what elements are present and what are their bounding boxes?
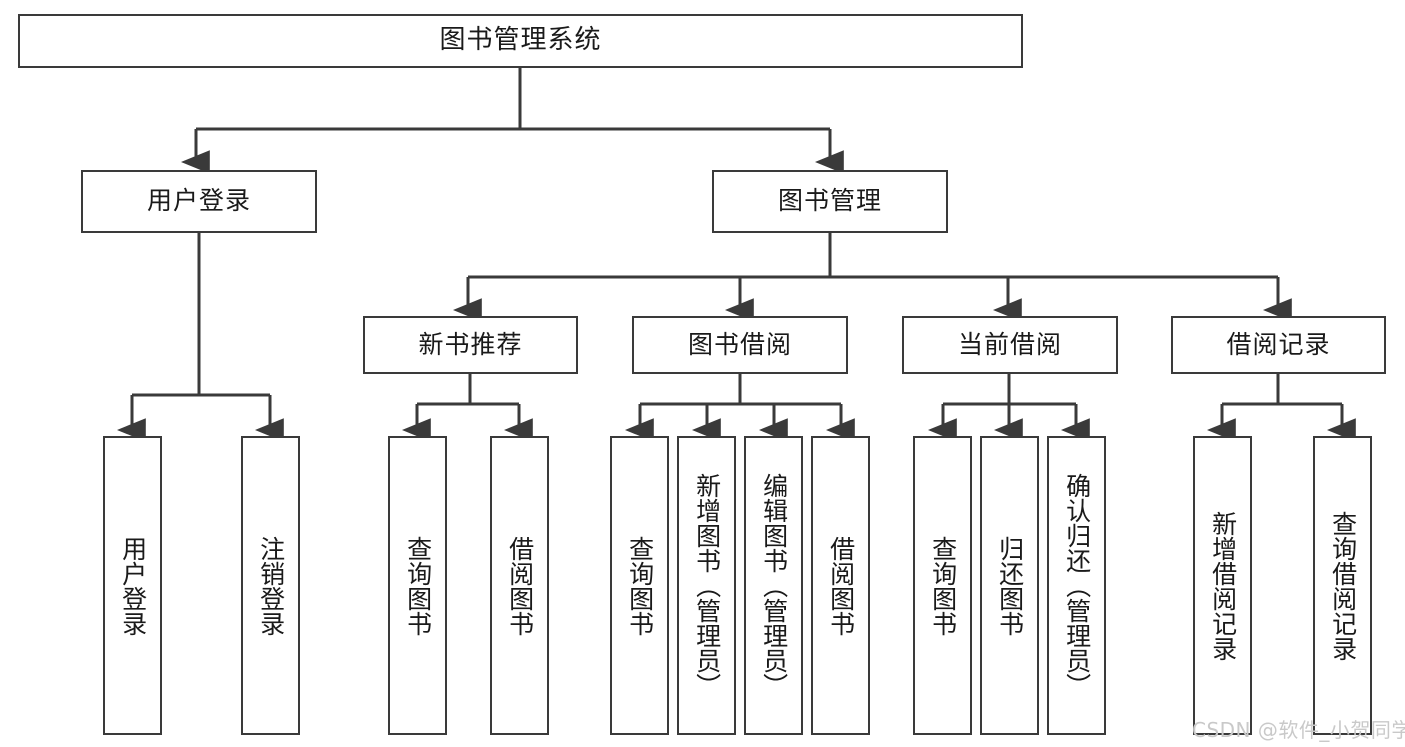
node-book-management[interactable]: 图书管理 — [712, 170, 948, 233]
leaf-current-borrow-return[interactable]: 归还图书 — [980, 436, 1039, 735]
leaf-current-borrow-confirm-admin[interactable]: 确认归还（管理员） — [1047, 436, 1106, 735]
leaf-current-borrow-query[interactable]: 查询图书 — [913, 436, 972, 735]
node-label: 查询图书 — [403, 535, 433, 636]
node-label: 图书借阅 — [687, 329, 792, 359]
node-label: 新增图书（管理员） — [692, 473, 722, 698]
node-label: 编辑图书（管理员） — [759, 473, 789, 698]
node-label: 查询图书 — [928, 535, 958, 636]
node-book-borrow[interactable]: 图书借阅 — [632, 316, 848, 374]
node-label: 用户登录 — [118, 535, 148, 636]
leaf-new-book-borrow[interactable]: 借阅图书 — [490, 436, 549, 735]
node-new-book-recommend[interactable]: 新书推荐 — [363, 316, 578, 374]
node-current-borrow[interactable]: 当前借阅 — [902, 316, 1118, 374]
leaf-borrow-record-query[interactable]: 查询借阅记录 — [1313, 436, 1372, 735]
node-borrow-record[interactable]: 借阅记录 — [1171, 316, 1386, 374]
leaf-user-login-signout[interactable]: 注销登录 — [241, 436, 300, 735]
node-label: 查询图书 — [625, 535, 655, 636]
leaf-book-borrow-add-admin[interactable]: 新增图书（管理员） — [677, 436, 736, 735]
node-label: 确认归还（管理员） — [1062, 473, 1092, 698]
node-root-system[interactable]: 图书管理系统 — [18, 14, 1023, 68]
node-label: 借阅记录 — [1226, 329, 1331, 359]
leaf-new-book-query[interactable]: 查询图书 — [388, 436, 447, 735]
node-label: 注销登录 — [256, 535, 286, 636]
node-user-login[interactable]: 用户登录 — [81, 170, 317, 233]
node-label: 当前借阅 — [957, 329, 1062, 359]
leaf-borrow-record-add[interactable]: 新增借阅记录 — [1193, 436, 1252, 735]
leaf-user-login-signin[interactable]: 用户登录 — [103, 436, 162, 735]
node-label: 借阅图书 — [826, 535, 856, 636]
node-label: 归还图书 — [995, 535, 1025, 636]
node-label: 借阅图书 — [505, 535, 535, 636]
leaf-book-borrow-borrow[interactable]: 借阅图书 — [811, 436, 870, 735]
node-label: 图书管理系统 — [439, 25, 602, 56]
csdn-watermark: CSDN @软件_小贺同学 — [1192, 718, 1405, 742]
node-label: 新书推荐 — [418, 329, 523, 359]
leaf-book-borrow-query[interactable]: 查询图书 — [610, 436, 669, 735]
node-label: 图书管理 — [777, 186, 882, 216]
node-label: 用户登录 — [146, 186, 251, 216]
node-label: 查询借阅记录 — [1328, 510, 1358, 661]
leaf-book-borrow-edit-admin[interactable]: 编辑图书（管理员） — [744, 436, 803, 735]
node-label: 新增借阅记录 — [1208, 510, 1238, 661]
